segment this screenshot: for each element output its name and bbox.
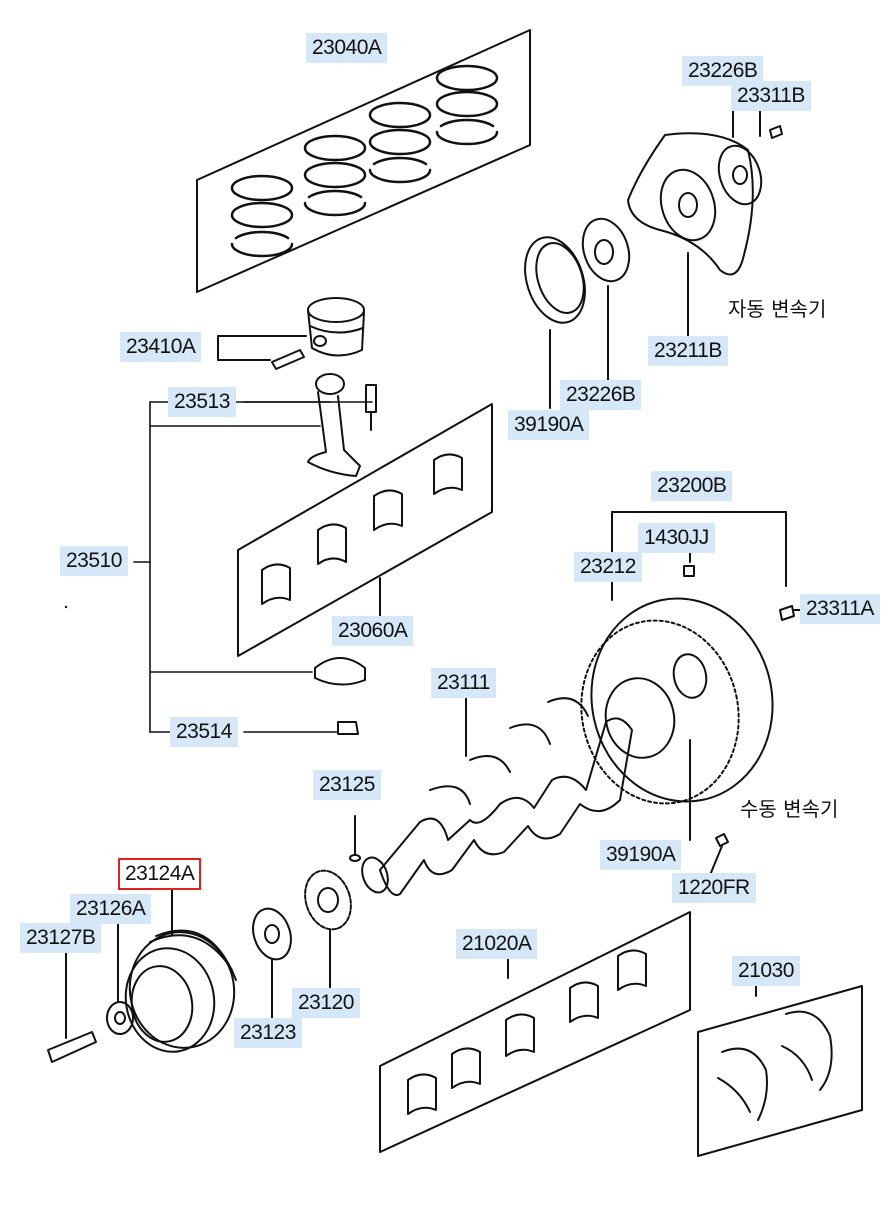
note-manual-transmission: 수동 변속기 bbox=[740, 797, 839, 821]
note-automatic-transmission: 자동 변속기 bbox=[728, 297, 827, 321]
label-23226B-mid[interactable]: 23226B bbox=[560, 380, 642, 410]
label-39190A-top[interactable]: 39190A bbox=[508, 410, 590, 440]
label-23410A[interactable]: 23410A bbox=[120, 332, 202, 362]
piston-drawing bbox=[217, 297, 365, 370]
label-23226B-top[interactable]: 23226B bbox=[682, 56, 764, 86]
label-23200B[interactable]: 23200B bbox=[651, 471, 733, 501]
label-23060A[interactable]: 23060A bbox=[332, 616, 414, 646]
label-23120[interactable]: 23120 bbox=[292, 988, 360, 1018]
label-1220FR[interactable]: 1220FR bbox=[672, 873, 756, 903]
bracket-23510 bbox=[133, 401, 373, 733]
connecting-rod-drawing bbox=[307, 373, 377, 735]
label-1430JJ[interactable]: 1430JJ bbox=[638, 523, 715, 553]
label-23123[interactable]: 23123 bbox=[234, 1018, 302, 1048]
label-23311A[interactable]: 23311A bbox=[800, 594, 880, 624]
label-23126A[interactable]: 23126A bbox=[70, 894, 152, 924]
label-23125[interactable]: 23125 bbox=[313, 770, 381, 800]
label-23127B[interactable]: 23127B bbox=[20, 923, 102, 953]
label-23111[interactable]: 23111 bbox=[431, 668, 496, 698]
label-23212[interactable]: 23212 bbox=[574, 552, 642, 582]
label-23510[interactable]: 23510 bbox=[60, 546, 128, 576]
label-23124A-selected[interactable]: 23124A bbox=[117, 858, 202, 890]
label-23311B[interactable]: 23311B bbox=[731, 81, 811, 111]
crankshaft-drawing bbox=[349, 697, 633, 896]
drive-plate-drawing bbox=[524, 81, 783, 409]
label-23513[interactable]: 23513 bbox=[168, 387, 236, 417]
rod-bearing-set-drawing bbox=[237, 403, 493, 657]
flywheel-drawing bbox=[580, 511, 807, 881]
main-bearing-set-drawing bbox=[379, 911, 691, 1153]
piston-ring-set-drawing bbox=[196, 29, 531, 293]
crank-pulley-drawing bbox=[47, 869, 352, 1063]
label-23040A[interactable]: 23040A bbox=[306, 33, 388, 63]
thrust-washer-set-drawing bbox=[697, 984, 863, 1157]
label-21020A[interactable]: 21020A bbox=[456, 929, 538, 959]
label-21030[interactable]: 21030 bbox=[732, 956, 800, 986]
label-39190A-bottom[interactable]: 39190A bbox=[600, 840, 682, 870]
label-23514[interactable]: 23514 bbox=[170, 717, 238, 747]
label-23211B[interactable]: 23211B bbox=[648, 336, 728, 366]
